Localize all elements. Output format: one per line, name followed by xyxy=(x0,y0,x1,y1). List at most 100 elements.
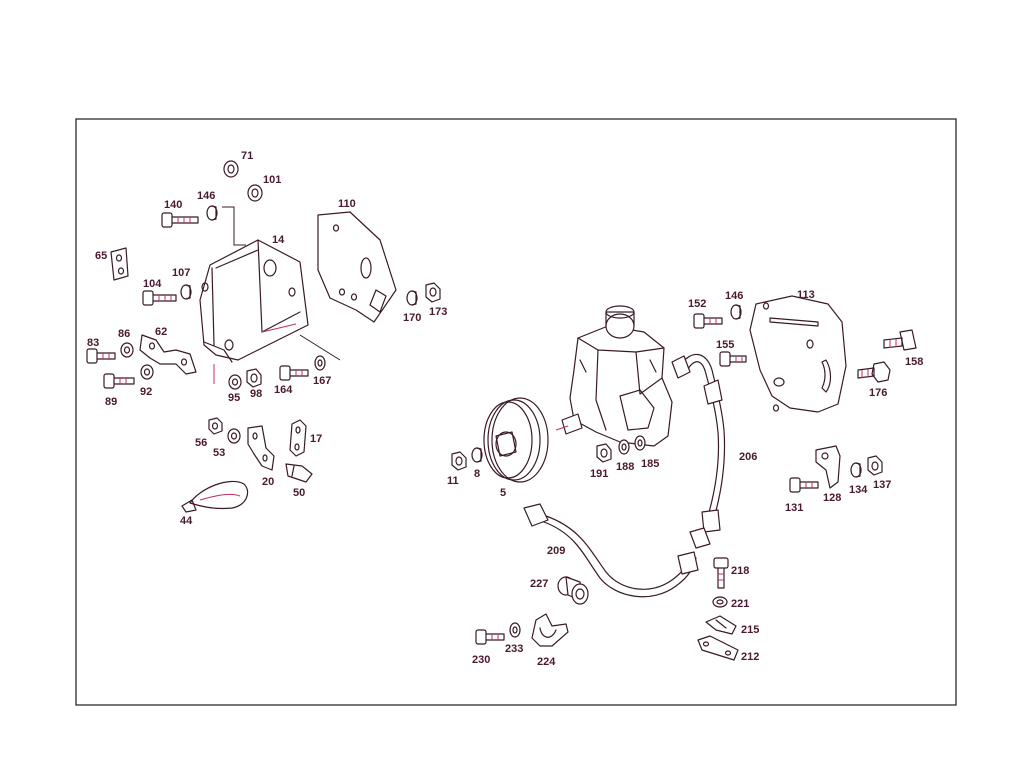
callout-101: 101 xyxy=(263,174,281,186)
part-212-bracket xyxy=(697,635,739,661)
part-137-nut xyxy=(867,455,883,476)
callout-140: 140 xyxy=(164,199,182,211)
callout-92: 92 xyxy=(140,386,152,398)
part-167-washer xyxy=(314,355,326,371)
callout-230: 230 xyxy=(472,654,490,666)
callout-155: 155 xyxy=(716,339,734,351)
part-14-bracket xyxy=(199,239,309,363)
callout-20: 20 xyxy=(262,476,274,488)
part-224-clamp xyxy=(531,613,569,647)
part-185-washer xyxy=(634,435,646,451)
part-158-tbolt xyxy=(883,329,917,351)
callout-71: 71 xyxy=(241,150,253,162)
callout-131: 131 xyxy=(785,502,803,514)
part-209-pipe xyxy=(523,503,699,598)
part-62-strap xyxy=(139,334,197,375)
part-206-hose xyxy=(671,353,726,549)
callout-107: 107 xyxy=(172,267,190,279)
callout-227: 227 xyxy=(530,578,548,590)
callout-188: 188 xyxy=(616,461,634,473)
part-134-spacer xyxy=(850,462,862,478)
callout-206: 206 xyxy=(739,451,757,463)
callout-170: 170 xyxy=(403,312,421,324)
part-11-nut xyxy=(451,451,467,471)
part-65-tab xyxy=(110,247,129,281)
part-92-washer xyxy=(140,364,154,380)
part-230-bolt xyxy=(475,629,505,645)
callout-50: 50 xyxy=(293,487,305,499)
callout-86: 86 xyxy=(118,328,130,340)
callout-62: 62 xyxy=(155,326,167,338)
callout-134: 134 xyxy=(849,484,868,496)
callout-176: 176 xyxy=(869,387,887,399)
callout-113: 113 xyxy=(797,289,815,301)
callout-191: 191 xyxy=(590,468,608,480)
callout-98: 98 xyxy=(250,388,262,400)
callout-185: 185 xyxy=(641,458,659,470)
part-110-plate xyxy=(317,211,397,323)
part-191-nut xyxy=(596,443,612,463)
part-140-bolt xyxy=(161,212,199,228)
callout-11: 11 xyxy=(447,475,459,487)
callout-56: 56 xyxy=(195,437,207,449)
part-20-bracket xyxy=(247,425,275,471)
callout-17: 17 xyxy=(310,433,322,445)
part-56-nut xyxy=(208,417,223,435)
callout-137: 137 xyxy=(873,479,891,491)
diagram-frame xyxy=(75,118,957,706)
callout-167: 167 xyxy=(313,375,331,387)
part-152-bolt xyxy=(693,313,723,329)
part-107-washer xyxy=(180,284,192,300)
part-215-clip xyxy=(705,615,737,635)
callout-83: 83 xyxy=(87,337,99,349)
callout-8: 8 xyxy=(474,468,480,480)
callout-labels: 71 101 146 140 110 14 65 107 104 170 173… xyxy=(87,150,923,668)
part-44-clamp xyxy=(181,480,249,513)
callout-221: 221 xyxy=(731,598,749,610)
callout-146-right: 146 xyxy=(725,290,743,302)
callout-164: 164 xyxy=(274,384,293,396)
callout-14: 14 xyxy=(272,234,285,246)
part-8-washer xyxy=(471,447,483,463)
part-101-washer xyxy=(247,184,263,202)
callout-104: 104 xyxy=(143,278,162,290)
callout-95: 95 xyxy=(228,392,240,404)
part-83-bolt xyxy=(86,348,116,364)
callout-212: 212 xyxy=(741,651,759,663)
part-170-spacer xyxy=(406,290,418,306)
part-50-bolt xyxy=(285,463,313,483)
part-131-bolt xyxy=(789,477,819,493)
part-173-nut xyxy=(425,282,441,303)
part-155-bolt xyxy=(719,351,747,367)
callout-53: 53 xyxy=(213,447,225,459)
part-227-fitting xyxy=(557,576,589,605)
part-188-washer xyxy=(618,439,630,455)
callout-233: 233 xyxy=(505,643,523,655)
part-218-bolt xyxy=(713,557,729,589)
part-5-pulley xyxy=(483,397,549,483)
power-steering-pump xyxy=(555,305,673,447)
callout-209: 209 xyxy=(547,545,565,557)
part-86-washer xyxy=(120,342,134,358)
part-146-spacer xyxy=(206,205,218,221)
part-128-bracket xyxy=(815,445,841,489)
callout-146: 146 xyxy=(197,190,215,202)
callout-128: 128 xyxy=(823,492,841,504)
callout-173: 173 xyxy=(429,306,447,318)
part-95-washer xyxy=(228,374,242,390)
callout-215: 215 xyxy=(741,624,759,636)
part-98-nut xyxy=(246,368,262,388)
part-89-bolt xyxy=(103,373,135,389)
part-176-bolt xyxy=(857,361,891,383)
callout-110: 110 xyxy=(338,198,356,210)
callout-5: 5 xyxy=(500,487,506,499)
callout-152: 152 xyxy=(688,298,706,310)
part-71-nut xyxy=(223,160,239,178)
part-17-strap xyxy=(289,419,307,457)
part-53-washer xyxy=(227,428,241,444)
callout-44: 44 xyxy=(180,515,193,527)
part-233-washer xyxy=(509,622,521,638)
part-104-bolt xyxy=(142,290,177,306)
part-221-washer xyxy=(712,596,728,608)
